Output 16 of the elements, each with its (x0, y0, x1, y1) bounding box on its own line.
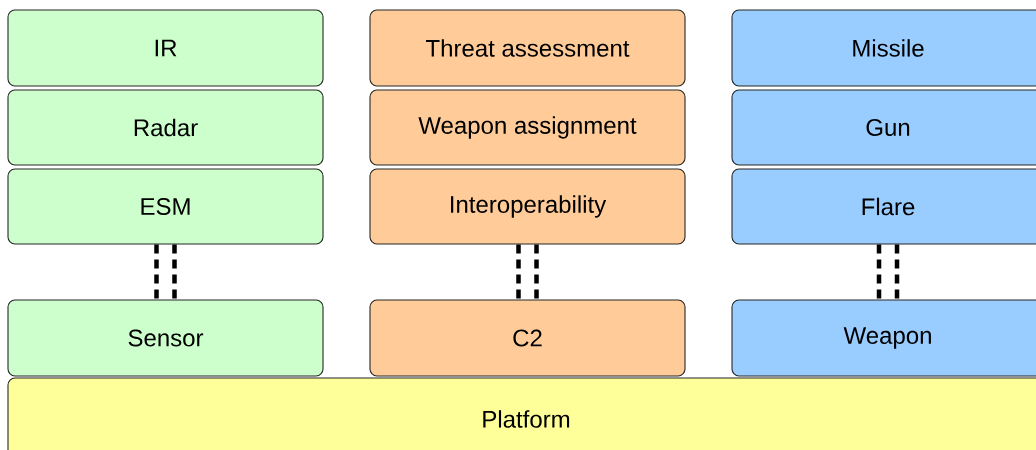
layer-box: Flare (731, 168, 1036, 245)
layer-box: C2 (369, 299, 686, 377)
double-dashed-line (876, 242, 900, 302)
layer-box: Sensor (7, 299, 324, 377)
layer-box: ESM (7, 168, 324, 245)
layer-box: Missile (731, 9, 1036, 87)
layer-box: Radar (7, 89, 324, 166)
layer-box: Interoperability (369, 168, 686, 245)
double-dashed-line (516, 242, 539, 302)
layer-box: Weapon (731, 299, 1036, 377)
double-dashed-line (154, 242, 177, 302)
layer-box: Weapon assignment (369, 89, 686, 166)
layer-box: IR (7, 9, 324, 87)
layer-box: Threat assessment (369, 9, 686, 87)
platform-band: Platform (7, 377, 1036, 450)
layer-box: Gun (731, 89, 1036, 166)
